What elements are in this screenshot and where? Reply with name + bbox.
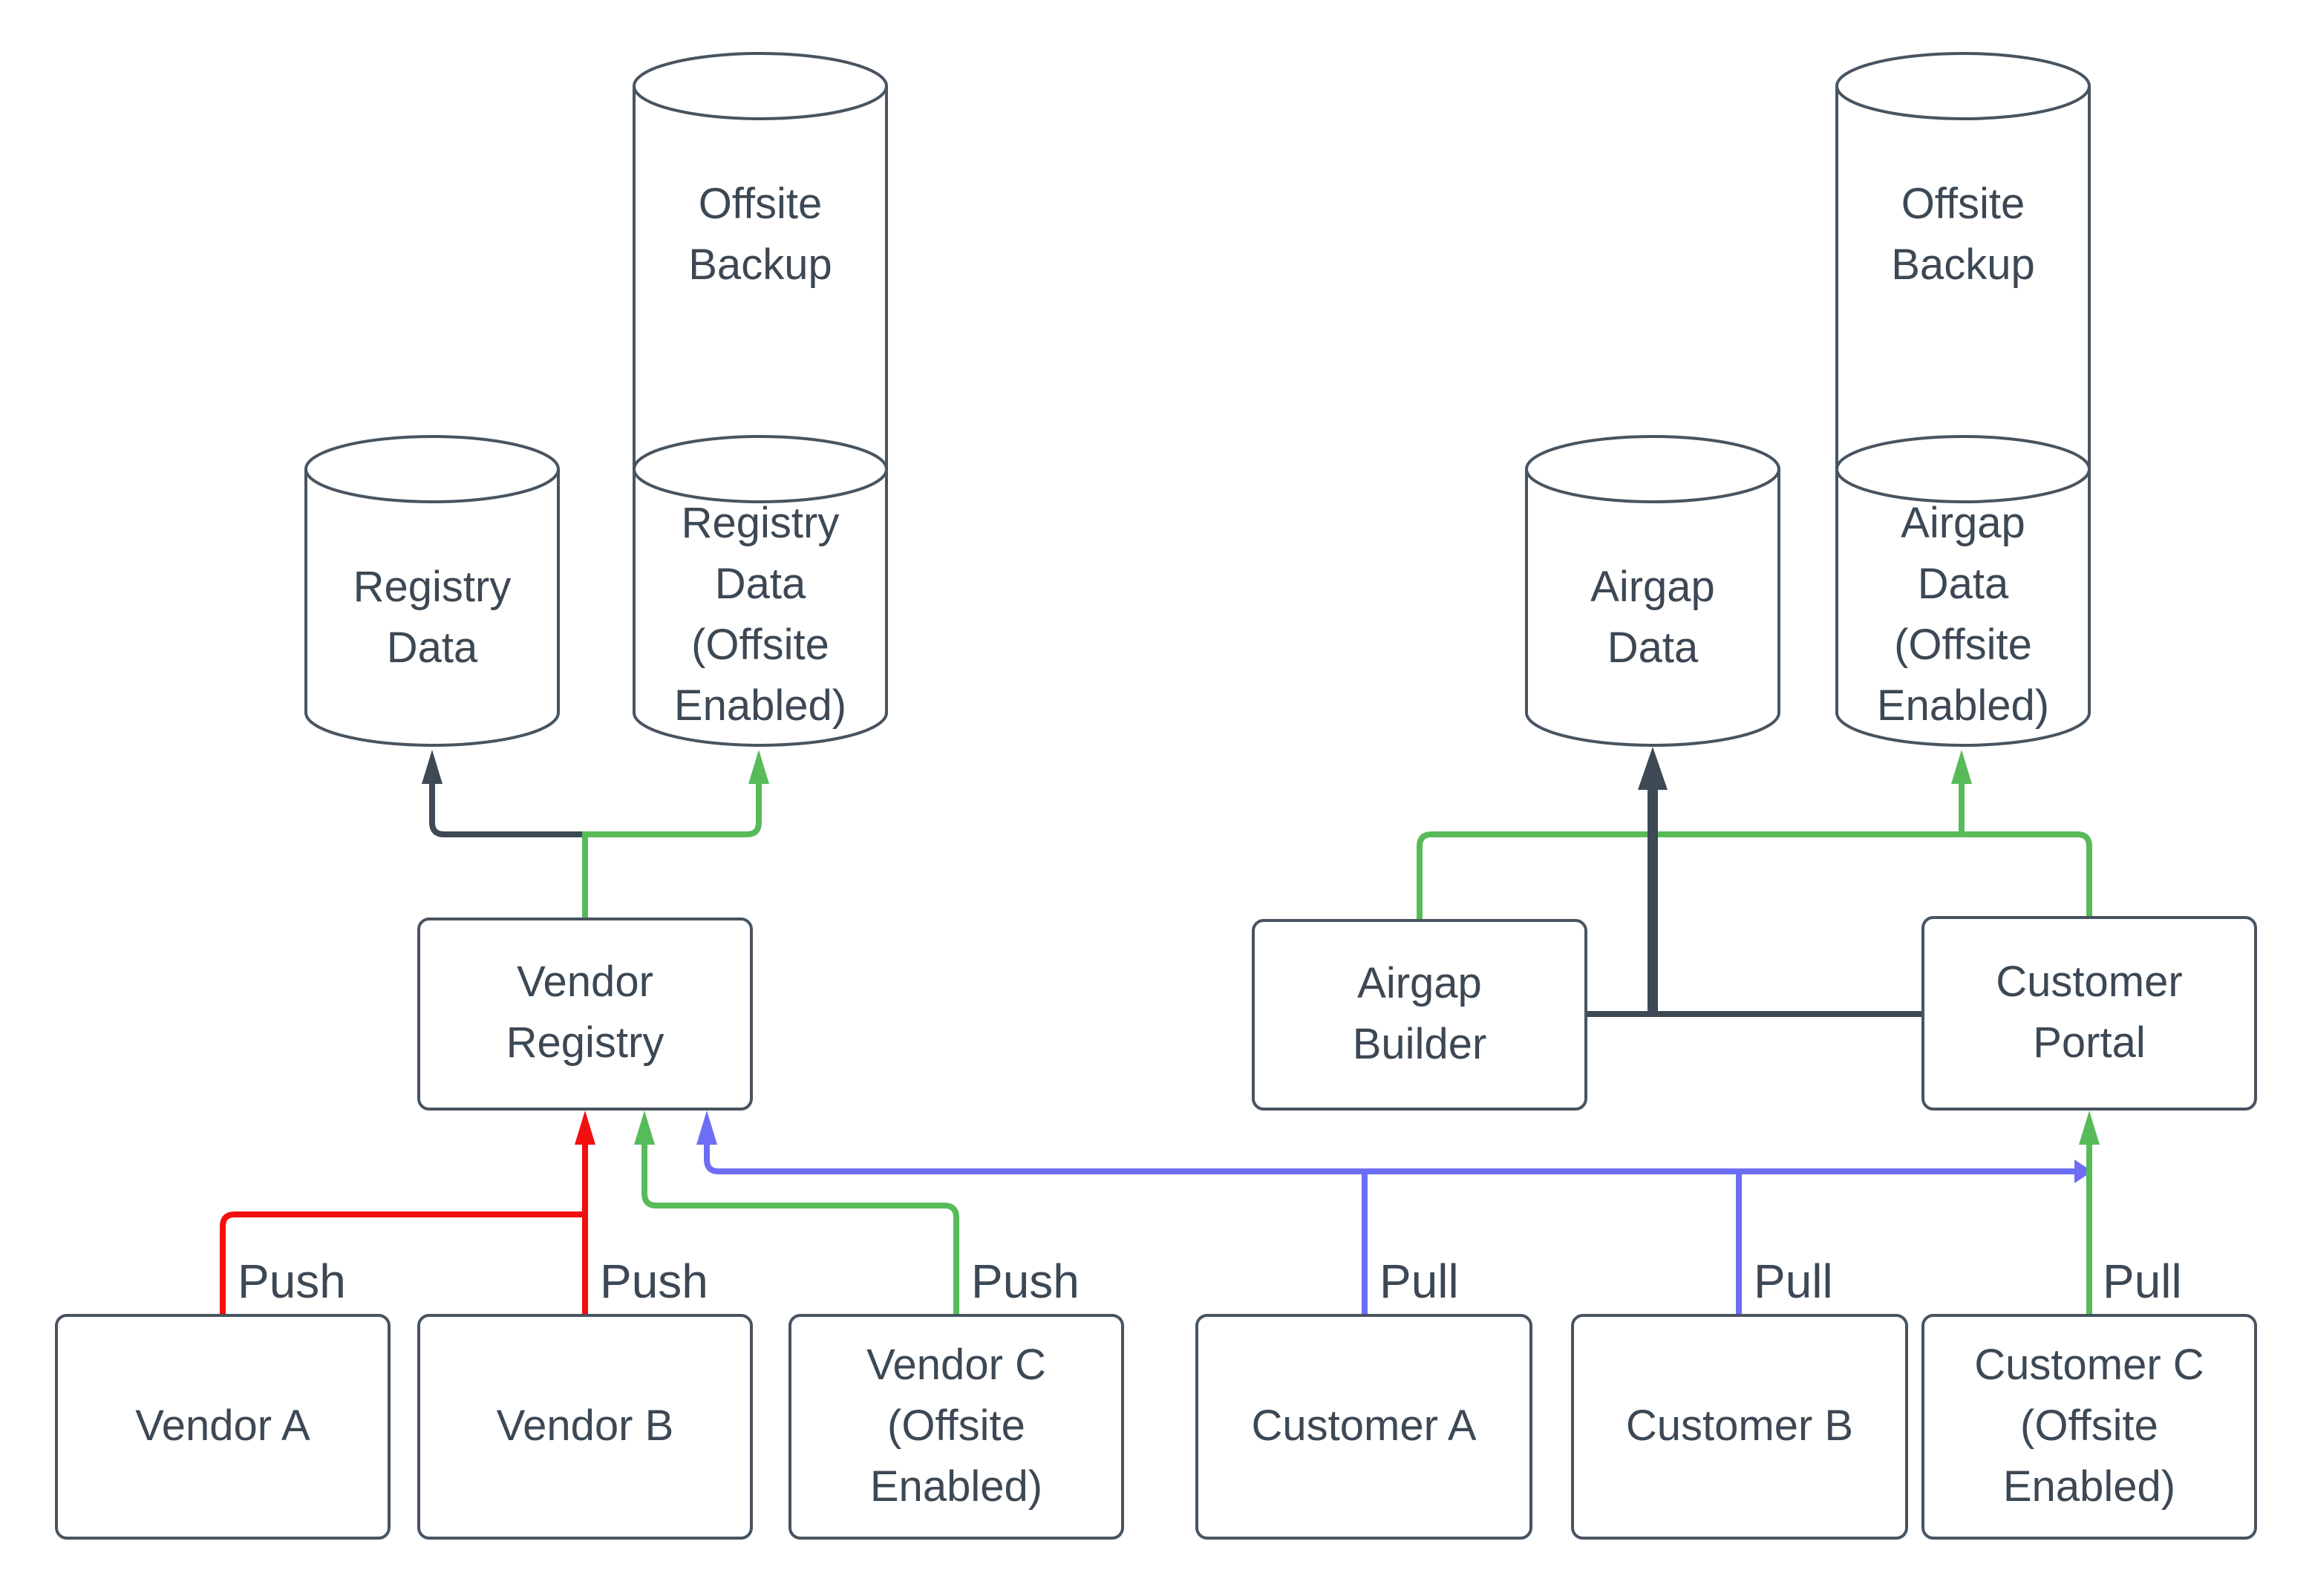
arrowhead — [634, 1111, 655, 1145]
customer-b-box — [1571, 1314, 1908, 1540]
edge-line-vendor-a — [220, 1211, 585, 1315]
pull-label-customer-c: Pull — [2103, 1255, 2182, 1308]
edge-vendor-registry-to-registry-data-offsite — [582, 750, 769, 919]
arrowhead — [696, 1111, 717, 1145]
edge-customer-c-pull-to-customer-portal — [2079, 1111, 2100, 1315]
vendor-a-box — [55, 1314, 391, 1540]
edge-vendor-registry-to-registry-data — [422, 750, 585, 837]
pull-label-customer-a: Pull — [1379, 1255, 1459, 1308]
customer-a-label: Customer A — [1251, 1402, 1477, 1450]
push-label-vendor-c: Push — [971, 1255, 1080, 1308]
registry-data-cylinder — [304, 435, 560, 747]
cylinder-top — [1835, 435, 2091, 503]
merge-tip — [2074, 1160, 2092, 1183]
cylinder-body — [633, 469, 888, 747]
arrowhead — [748, 750, 769, 784]
cylinder-top — [304, 435, 560, 503]
push-label-vendor-a: Push — [238, 1255, 346, 1308]
cylinder-top — [1835, 52, 2091, 120]
cylinder-top — [633, 435, 888, 503]
arrowhead — [2079, 1111, 2100, 1145]
edge-line — [641, 1145, 959, 1315]
edge-vendor-c-push-to-vendor-registry — [634, 1111, 959, 1315]
customer-c-box — [1921, 1314, 2257, 1540]
pull-label-customer-b: Pull — [1754, 1255, 1833, 1308]
customer-b-label: Customer B — [1625, 1402, 1854, 1450]
arrowhead — [1638, 747, 1668, 790]
registry-data-offsite-cylinder — [633, 435, 888, 747]
vendor-registry-box — [417, 918, 753, 1111]
customer-portal-box — [1921, 916, 2257, 1111]
customer-a-box — [1195, 1314, 1532, 1540]
cylinder-body — [1525, 469, 1780, 747]
cylinder-top — [1525, 435, 1780, 503]
cylinder-body — [1835, 469, 2091, 747]
vendor-a-label: Vendor A — [135, 1402, 310, 1450]
arrowhead — [422, 750, 443, 784]
airgap-data-offsite-cylinder — [1835, 435, 2091, 747]
edge-line — [429, 784, 585, 837]
edge-line-main — [704, 1145, 2082, 1174]
airgap-builder-box — [1252, 919, 1587, 1111]
airgap-data-cylinder — [1525, 435, 1780, 747]
vendor-c-box — [788, 1314, 1124, 1540]
vendor-b-label: Vendor B — [496, 1402, 674, 1450]
edge-customers-pull-to-vendor-registry — [696, 1111, 2092, 1315]
edge-line — [582, 784, 762, 919]
push-label-vendor-b: Push — [600, 1255, 708, 1308]
cylinder-body — [304, 469, 560, 747]
edge-line-builder-portal — [1417, 831, 2092, 920]
cylinder-top — [633, 52, 888, 120]
edge-vendors-ab-push-to-vendor-registry — [220, 1111, 595, 1315]
edge-green-to-airgap-data-offsite — [1417, 750, 2092, 920]
vendor-b-box — [417, 1314, 753, 1540]
arrowhead — [575, 1111, 595, 1145]
arrowhead — [1951, 750, 1972, 784]
edge-dark-to-airgap-data — [1586, 747, 1923, 1017]
